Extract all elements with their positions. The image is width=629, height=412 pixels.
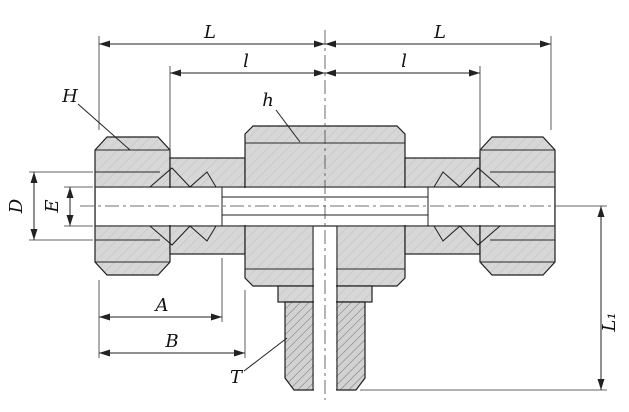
leader-T bbox=[243, 337, 288, 372]
left-ferrule-top bbox=[149, 167, 217, 188]
label-h: h bbox=[262, 90, 274, 111]
label-l-left: l bbox=[243, 51, 249, 72]
label-E: E bbox=[42, 199, 63, 213]
right-ferrule-top bbox=[433, 167, 501, 188]
label-A: A bbox=[154, 295, 169, 316]
leader-h bbox=[275, 109, 301, 143]
label-H: H bbox=[61, 86, 78, 107]
label-L1: L₁ bbox=[599, 312, 620, 332]
right-ferrule-bottom bbox=[433, 225, 501, 246]
left-ferrule-bottom bbox=[149, 225, 217, 246]
label-B: B bbox=[164, 331, 178, 352]
leader-H bbox=[77, 103, 131, 151]
label-D: D bbox=[6, 198, 27, 214]
label-L-left: L bbox=[203, 22, 216, 43]
dimensions: L L l l H h D E A B T L₁ bbox=[6, 22, 620, 391]
bore-lines bbox=[95, 167, 555, 390]
label-T: T bbox=[230, 367, 244, 388]
label-l-right: l bbox=[401, 51, 407, 72]
label-L-right: L bbox=[433, 22, 446, 43]
